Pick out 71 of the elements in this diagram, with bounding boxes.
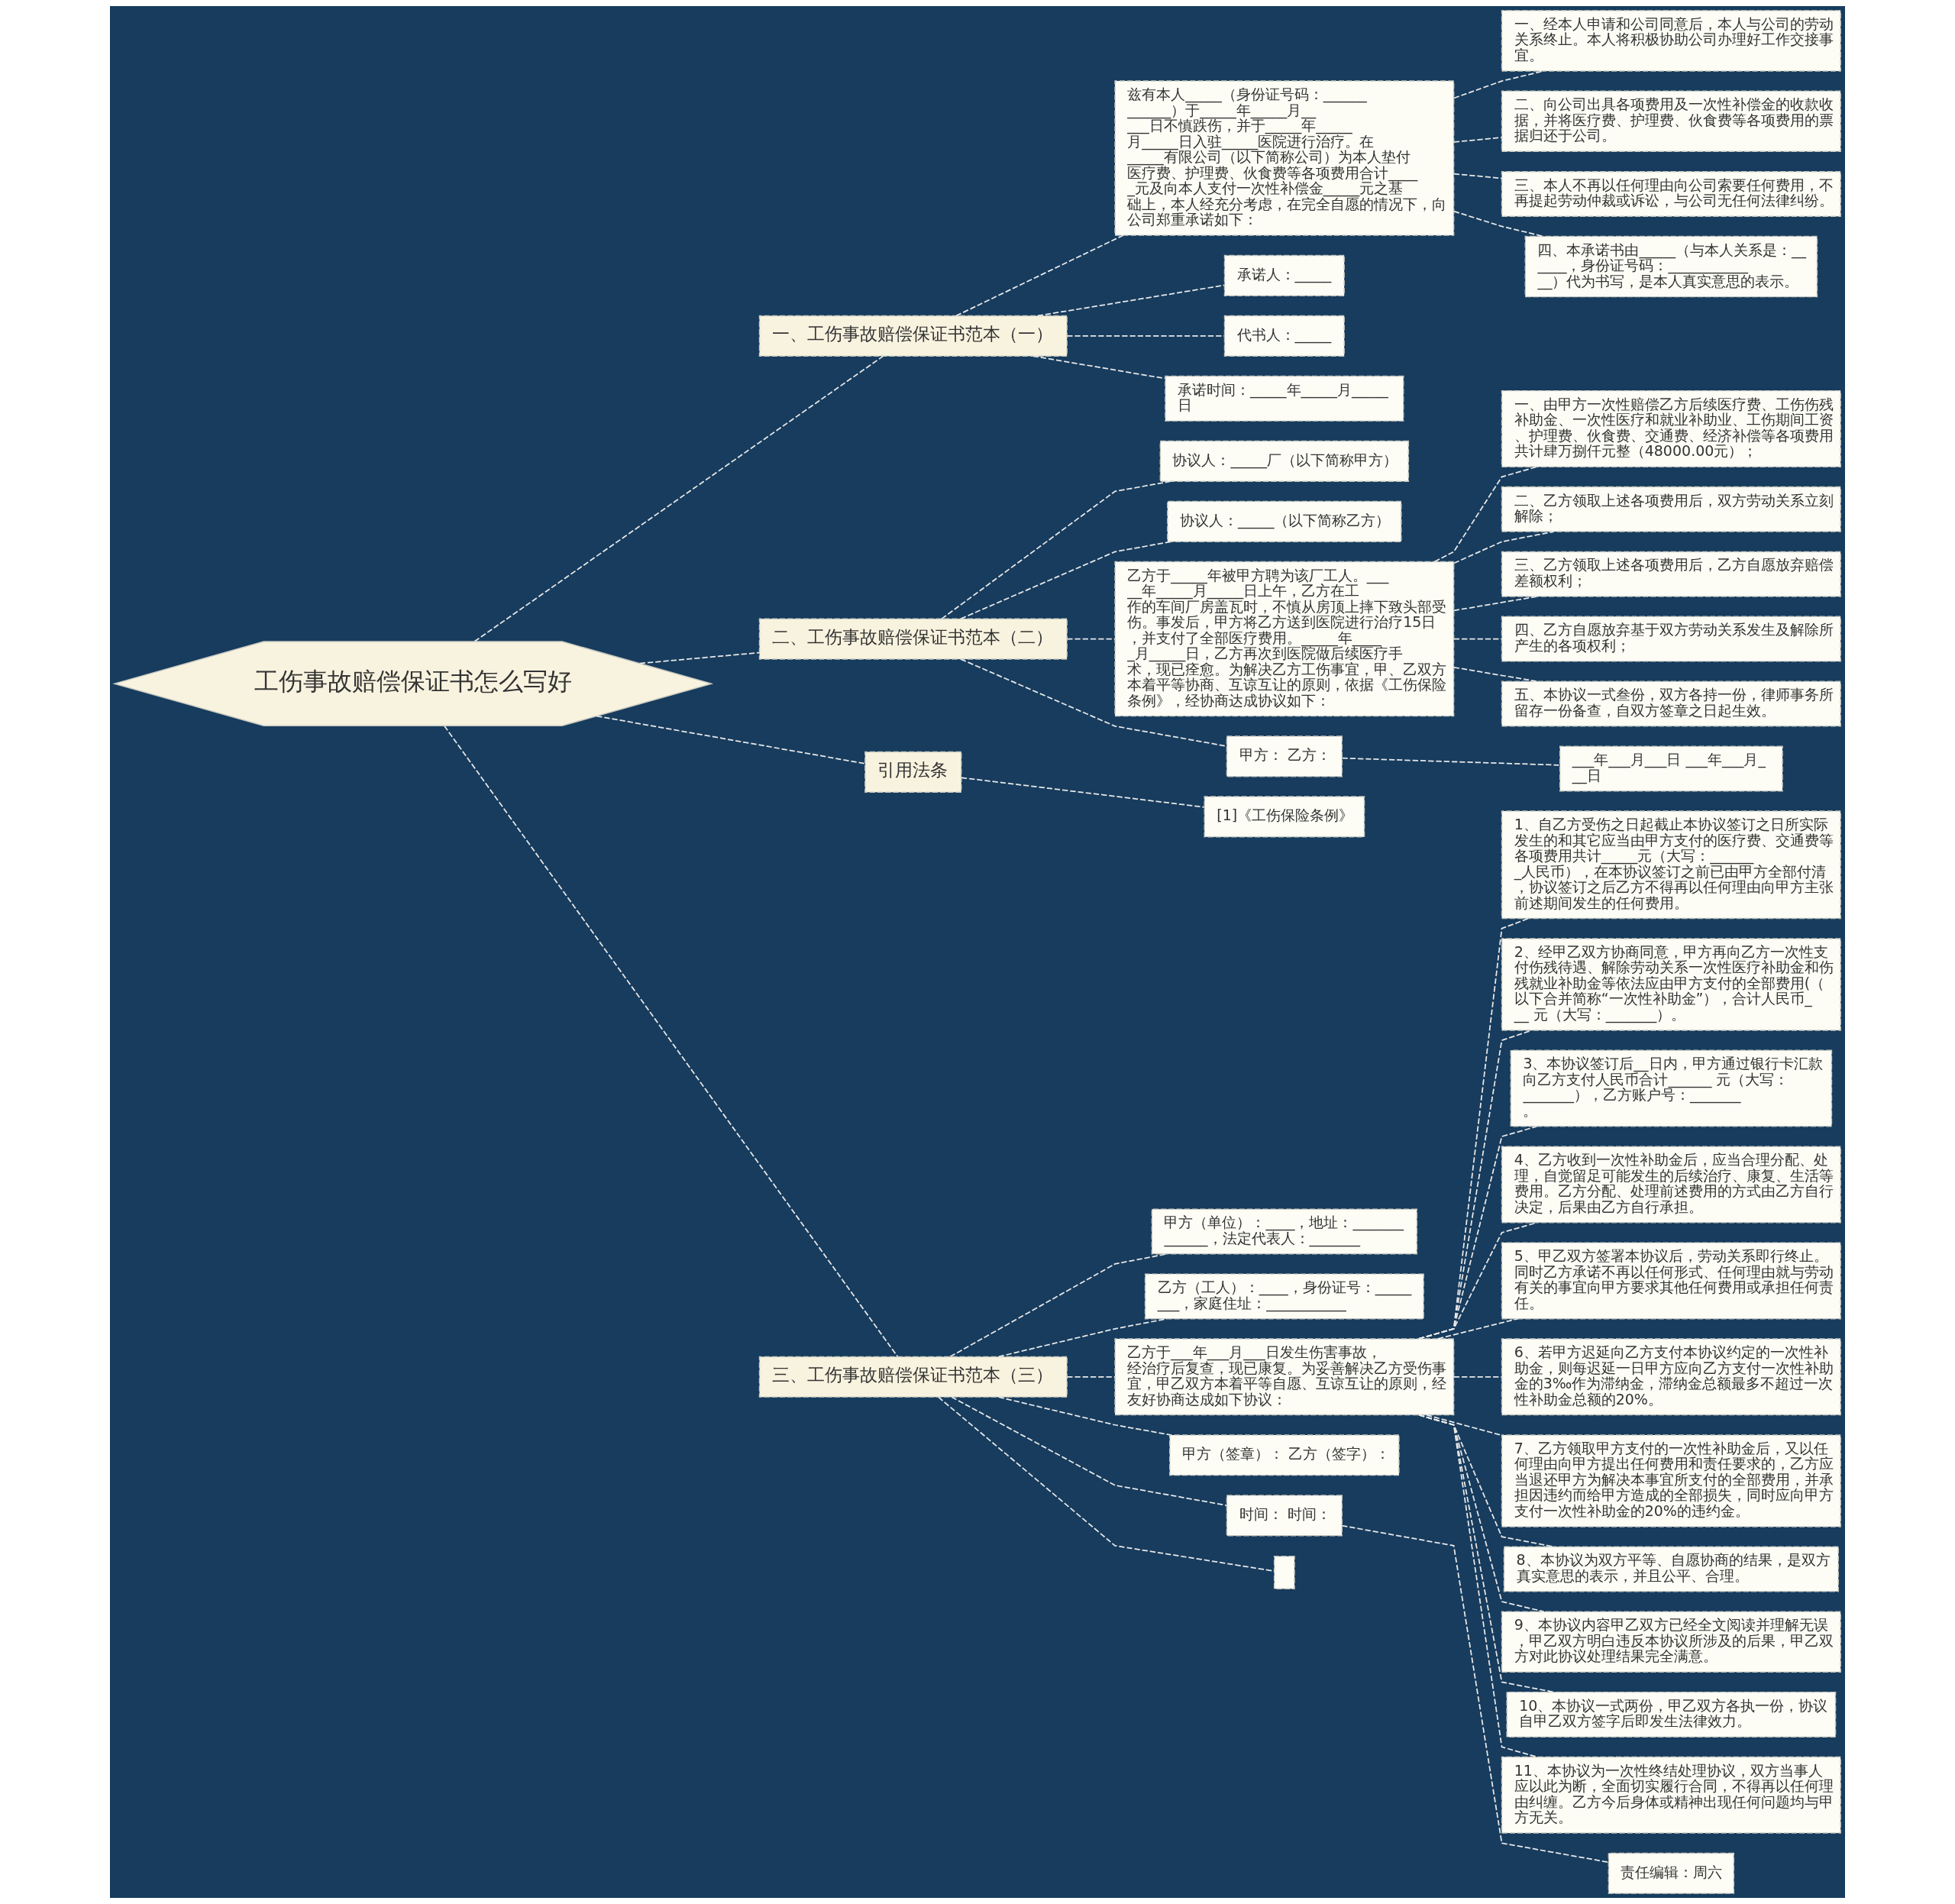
connector — [1418, 1414, 1538, 1758]
node-box: [1]《工伤保险条例》 — [1204, 796, 1365, 838]
node-box: 二、工伤事故赔偿保证书范本（二） — [758, 618, 1068, 660]
node-box: 10、本协议一式两份，甲乙双方各执一份，协议自甲乙双方签字后即发生法律效力。 — [1506, 1691, 1837, 1738]
connector — [1341, 757, 1561, 766]
connector — [596, 715, 866, 765]
node-box: 3、本协议签订后__日内，甲方通过银行卡汇款向乙方支付人民币合计______ 元（大写：_______），乙方账户号：_______。 — [1510, 1049, 1833, 1127]
node-box: 引用法条 — [864, 751, 962, 793]
node-box: 二、乙方领取上述各项费用后，双方劳动关系立刻解除； — [1501, 486, 1841, 532]
connector — [444, 725, 899, 1358]
node-box: 甲方（签章）： 乙方（签字）： — [1169, 1434, 1400, 1476]
node-box: 一、工伤事故赔偿保证书范本（一） — [758, 315, 1068, 357]
node-box: 承诺时间：_____年_____月_____日 — [1165, 375, 1404, 422]
node-box: 代书人：_____ — [1223, 315, 1345, 357]
node-box: 四、乙方自愿放弃基于双方劳动关系发生及解除所产生的各项权利； — [1501, 616, 1841, 662]
connector — [1453, 1375, 1503, 1378]
connector — [1066, 1375, 1116, 1378]
node-box: 1、自乙方受伤之日起截止本协议签订之日所实际发生的和其它应当由甲方支付的医疗费、交通费等各项费用共计_____元（大写：_______人民币），在本协议签订之前已由甲方全部付清，协议签订之后乙方不得再以任何理由向甲方主张前述期间发生的任何费用。 — [1501, 810, 1841, 920]
connector — [1453, 638, 1503, 640]
connector — [1437, 1317, 1519, 1340]
connector — [938, 1396, 1275, 1572]
node-box: 乙方（工人）：____，身份证号：________，家庭住址：___________ — [1144, 1273, 1424, 1320]
connector — [951, 1396, 1228, 1506]
node-box: 五、本协议一式叁份，双方各持一份，律师事务所留存一份备查，自双方签章之日起生效。 — [1501, 680, 1841, 727]
node-box: 责任编辑：周六 — [1608, 1852, 1735, 1894]
node-box: 一、经本人申请和公司同意后，本人与公司的劳动关系终止。本人将积极协助公司办理好工作交接事宜。 — [1501, 10, 1841, 72]
connector — [1032, 355, 1166, 380]
node-box: 7、乙方领取甲方支付的一次性补助金后，又以任何理由向甲方提出任何费用和责任要求的，乙方应当退还甲方为解决本事宜所支付的全部费用，并承担因违约而给甲方造成的全部损失，同时应向甲方支付一次性补助金的20%的违约金。 — [1501, 1434, 1841, 1527]
connector — [1453, 173, 1503, 179]
node-box: 甲方（单位）：____，地址：_____________，法定代表人：_______ — [1151, 1208, 1418, 1255]
connector — [1036, 284, 1225, 317]
node-box: 承诺人：_____ — [1223, 254, 1345, 296]
connector — [473, 355, 884, 642]
node-box: 甲方： 乙方： — [1226, 735, 1343, 777]
node-box: 时间： 时间： — [1226, 1495, 1343, 1537]
connector — [949, 1253, 1168, 1358]
node-box: 二、向公司出具各项费用及一次性补偿金的收款收据，并将医疗费、护理费、伙食费等各项费用的票据归还于公司。 — [1501, 90, 1841, 153]
node-box: 四、本承诺书由_____（与本人关系是：______，身份证号码：_____________）代为书写，是本人真实意思的表示。 — [1524, 235, 1818, 298]
node-box: 协议人：_____（以下简称乙方） — [1167, 500, 1402, 542]
node-box: 兹有本人_____（身份证号码：____________）于_____年_____月_____日不慎跌伤，并于_____年_____月_____日入驻_____医院进行治疗。在_____有限公司（以下简称公司）为本人垫付医疗费、护理费、伙食费等各项费用合计_____元及向本人支付一次性补偿金_____元之基础上，本人经充分考虑，在完全自愿的情况下，向公司郑重承诺如下： — [1114, 80, 1455, 236]
node-box: 4、乙方收到一次性补助金后，应当合理分配、处理，自觉留足可能发生的后续治疗、康复、生活等费用。乙方分配、处理前述费用的方式由乙方自行决定，后果由乙方自行承担。 — [1501, 1146, 1841, 1224]
connector — [960, 541, 1172, 619]
connector — [1418, 1126, 1538, 1340]
connector — [941, 480, 1172, 619]
connector — [997, 1317, 1168, 1358]
node-box: 6、若甲方迟延向乙方支付本协议约定的一次性补助金，则每迟延一日甲方应向乙方支付一次性补助金的3‰作为滞纳金，滞纳金总额最多不超过一次性补助金总额的20%。 — [1501, 1338, 1841, 1416]
node-box: ___年___月___日 ___年___月___日 — [1559, 745, 1783, 792]
node-box: 三、乙方领取上述各项费用后，乙方自愿放弃赔偿差额权利； — [1501, 551, 1841, 597]
node-box: 2、经甲乙双方协商同意，甲方再向乙方一次性支付伤残待遇、解除劳动关系一次性医疗补助金和伤残就业补助金等依法应由甲方支付的全部费用(（以下合并简称“一次性补助金”），合计人民币___ 元（大写：_______）。 — [1501, 938, 1841, 1031]
connector — [1453, 137, 1503, 143]
node-box: 乙方于___年___月___日发生伤害事故，经治疗后复查，现已康复。为妥善解决乙方受伤事宜，甲乙双方本着平等自愿、互谅互让的原则，经友好协商达成如下协议： — [1114, 1338, 1455, 1416]
connector — [1341, 1524, 1609, 1864]
node-box: 8、本协议为双方平等、自愿协商的结果，是双方真实意思的表示，并且公平、合理。 — [1503, 1546, 1839, 1592]
connector — [638, 651, 760, 664]
node-box: 三、本人不再以任何理由向公司索要任何费用，不再提起劳动仲裁或诉讼，与公司无任何法律纠纷。 — [1501, 170, 1841, 217]
connector — [1453, 596, 1539, 612]
connector — [961, 777, 1205, 808]
node-box: 9、本协议内容甲乙双方已经全文阅读并理解无误，甲乙双方明白违反本协议所涉及的后果，甲乙双方对此协议处理结果完全满意。 — [1501, 1611, 1841, 1673]
node-box — [1273, 1556, 1295, 1589]
node-box: 三、工伤事故赔偿保证书范本（三） — [758, 1356, 1068, 1398]
connector — [997, 1396, 1172, 1436]
node-box: 乙方于_____年被甲方聘为该厂工人。_____年_____月_____日上午，乙方在工作的车间厂房盖瓦时，不慎从房顶上摔下致头部受伤。事发后，甲方将乙方送到医院进行治疗15日，并支付了全部医疗费用。_____年_____月_____日，乙方再次到医院做后续医疗手术，现已痊愈。为解决乙方工伤事宜，甲、乙双方本着平等协商、互谅互让的原则，依据《工伤保险条例》，经协商达成协议如下： — [1114, 561, 1455, 717]
node-box: 一、由甲方一次性赔偿乙方后续医疗费、工伤伤残补助金、一次性医疗和就业补助业、工伤期间工资、护理费、伙食费、交通费、经济补偿等各项费用共计肆万捌仟元整（48000.00元）； — [1501, 390, 1841, 467]
node-box: 11、本协议为一次性终结处理协议，双方当事人应以此为断，全面切实履行合同，不得再以任何理由纠缠。乙方今后身体或精神出现任何问题均与甲方无关。 — [1501, 1756, 1841, 1834]
connector — [1433, 466, 1538, 563]
connector — [1453, 666, 1539, 683]
connector — [1066, 335, 1226, 337]
connector — [955, 234, 1124, 317]
connector — [1066, 638, 1116, 640]
node-box: 协议人：_____厂（以下简称甲方） — [1159, 440, 1410, 482]
node-box: 5、甲乙双方签署本协议后，劳动关系即行终止。同时乙方承诺不再以任何形式、任何理由就与劳动有关的事宜向甲方要求其他任何费用或承担任何责任。 — [1501, 1242, 1841, 1320]
